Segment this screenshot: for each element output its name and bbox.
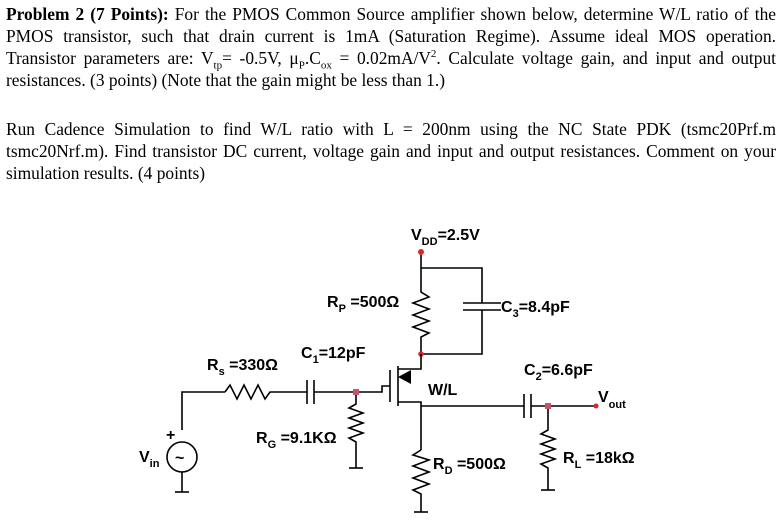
rg-resistor <box>346 395 366 469</box>
statement-sub-ox: ox <box>320 59 332 72</box>
vin-label: Vin <box>139 449 160 470</box>
statement-sub-p: P <box>298 59 305 72</box>
rd-resistor <box>410 449 432 513</box>
vin-plus-label: + <box>166 427 175 444</box>
c3-label: C3=8.4pF <box>501 299 570 320</box>
statement-text-1: For the PMOS Common Source amplifier sho… <box>6 4 776 68</box>
input-branch <box>181 380 390 430</box>
problem-heading: Problem 2 (7 Points): <box>6 4 169 24</box>
statement-sub-tp: tp <box>213 59 223 72</box>
vout-label: Vout <box>598 389 626 411</box>
vdd-label: VDD=2.5V <box>411 227 480 248</box>
c2-label: C2=6.6pF <box>524 362 593 383</box>
rp-resistor <box>410 280 432 354</box>
simulation-instructions: Run Cadence Simulation to find W/L ratio… <box>6 119 776 183</box>
statement-sup-2: 2 <box>430 48 437 61</box>
rl-resistor <box>538 409 558 491</box>
rd-label: RD =500Ω <box>433 456 506 477</box>
wl-label: W/L <box>428 382 458 399</box>
rs-label: Rs =330Ω <box>207 357 278 378</box>
vin-source <box>166 441 198 493</box>
rl-label: RL =18kΩ <box>563 450 635 471</box>
rg-label: RG =9.1KΩ <box>256 430 337 451</box>
c1-label: C1=12pF <box>301 345 366 366</box>
problem-statement: Problem 2 (7 Points): For the PMOS Commo… <box>6 3 776 91</box>
pmos-transistor <box>389 354 422 450</box>
rp-label: RP =500Ω <box>327 294 399 315</box>
output-branch <box>421 394 599 418</box>
vdd-rail <box>418 249 424 280</box>
statement-text-3: .C <box>304 48 321 68</box>
vin-tilde-symbol: ~ <box>175 450 184 467</box>
c3-capacitor <box>421 267 501 355</box>
statement-text-5: . Calculate voltage gain, and input and … <box>6 48 776 90</box>
statement-text-4: = 0.02mA/V <box>331 48 431 68</box>
statement-text-2: = -0.5V, μ <box>222 48 299 68</box>
